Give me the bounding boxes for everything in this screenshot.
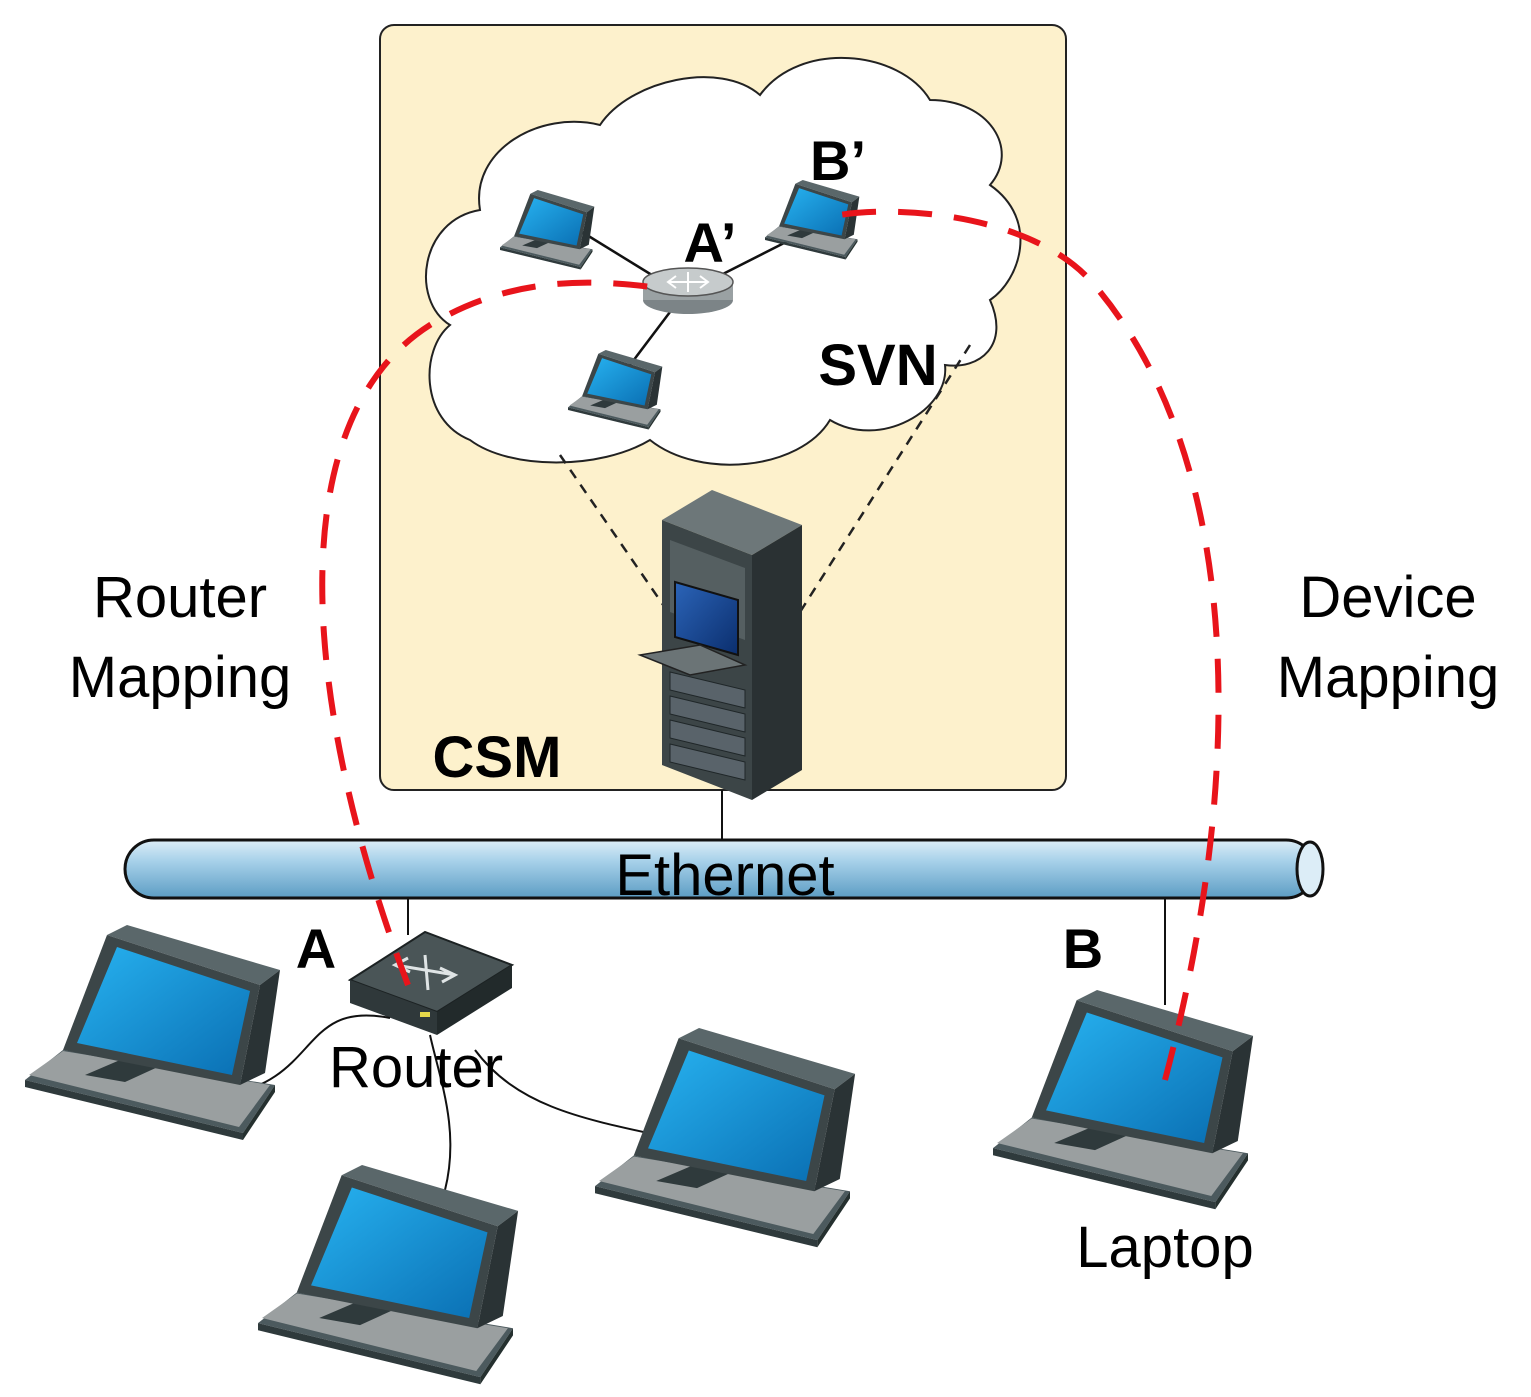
device-mapping-label-line2: Mapping (1277, 645, 1499, 710)
svn-label: SVN (818, 333, 937, 398)
laptop-middle (595, 1028, 856, 1248)
a-prime-label: A’ (684, 211, 737, 274)
router-mapping-label-line2: Mapping (69, 645, 291, 710)
ethernet-label: Ethernet (615, 843, 834, 908)
csm-label: CSM (433, 725, 562, 790)
ethernet-bus (123, 838, 1325, 900)
b-prime-label: B’ (810, 129, 866, 192)
cloud-link-1 (581, 230, 661, 282)
laptop-label: Laptop (1076, 1215, 1253, 1280)
laptop-left (25, 925, 280, 1140)
cable-to-bottom-laptop (429, 1034, 452, 1191)
router-icon (347, 930, 515, 1035)
node-a-label: A (296, 917, 336, 980)
router-mapping-arc (319, 279, 661, 987)
device-mapping-label-line1: Device (1299, 565, 1476, 630)
device-mapping-arc (839, 208, 1222, 1081)
cloud-link-3 (629, 311, 671, 366)
cloud-link-2 (714, 238, 791, 280)
laptop-bottom (258, 1165, 519, 1385)
router-mapping-label-line1: Router (93, 565, 267, 630)
node-b-label: B (1063, 917, 1103, 980)
virtual-router-icon (642, 267, 734, 314)
router-label: Router (329, 1035, 503, 1100)
laptop-b (993, 990, 1254, 1210)
svn-cloud (425, 57, 1022, 466)
server-rack-icon (637, 490, 802, 800)
svn-link-left (558, 454, 670, 613)
